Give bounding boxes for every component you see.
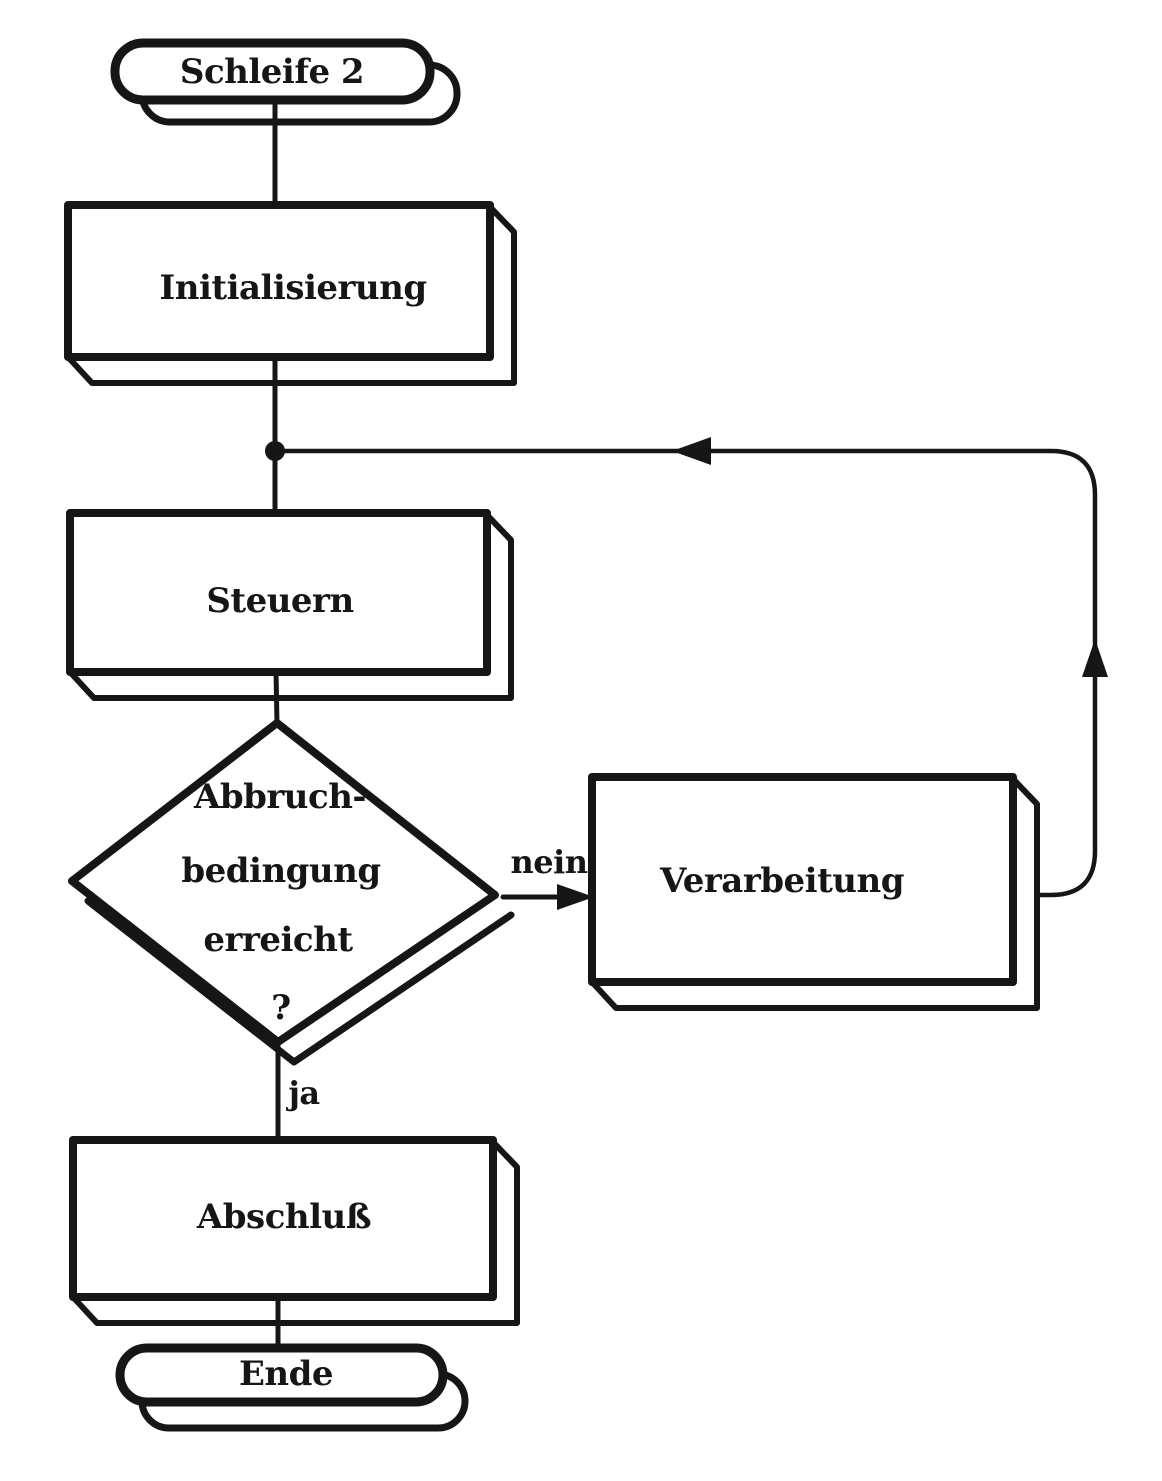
abschluss-label: Abschluß [196, 1197, 372, 1237]
decision-diamond-shadow [84, 897, 515, 1066]
steuern-label: Steuern [206, 581, 354, 621]
edge-label-nein: nein [510, 843, 588, 881]
steuern-box-shape [66, 509, 491, 676]
junction-dot [265, 441, 285, 461]
abschluss-box-shape [69, 1136, 497, 1301]
decision-label-line-4: ? [271, 988, 291, 1028]
decision-label-line-2: bedingung [181, 851, 381, 891]
return-arrowhead-left-icon [672, 437, 711, 465]
start-terminal-label: Schleife 2 [179, 52, 365, 92]
edge-label-ja: ja [288, 1074, 320, 1112]
steuern-box-shadow [67, 512, 514, 701]
abschluss-box-shadow [70, 1139, 520, 1326]
ende-terminal-shape [115, 1343, 448, 1407]
decision-label-line-1: Abbruch- [193, 777, 367, 817]
decision-label-line-3: erreicht [203, 920, 353, 960]
initialisierung-label: Initialisierung [159, 268, 427, 308]
verarbeitung-box-shape [588, 773, 1017, 986]
initialisierung-box-shape [64, 201, 494, 361]
verarbeitung-box-shadow [589, 776, 1040, 1011]
connector-steuern-to-decision [273, 669, 280, 727]
initialisierung-box-shadow [65, 204, 517, 386]
verarbeitung-label: Verarbeitung [660, 861, 905, 901]
nein-arrowhead-right-icon [557, 884, 594, 910]
ende-terminal-label: Ende [238, 1354, 334, 1394]
return-arrowhead-up-icon [1082, 639, 1108, 677]
